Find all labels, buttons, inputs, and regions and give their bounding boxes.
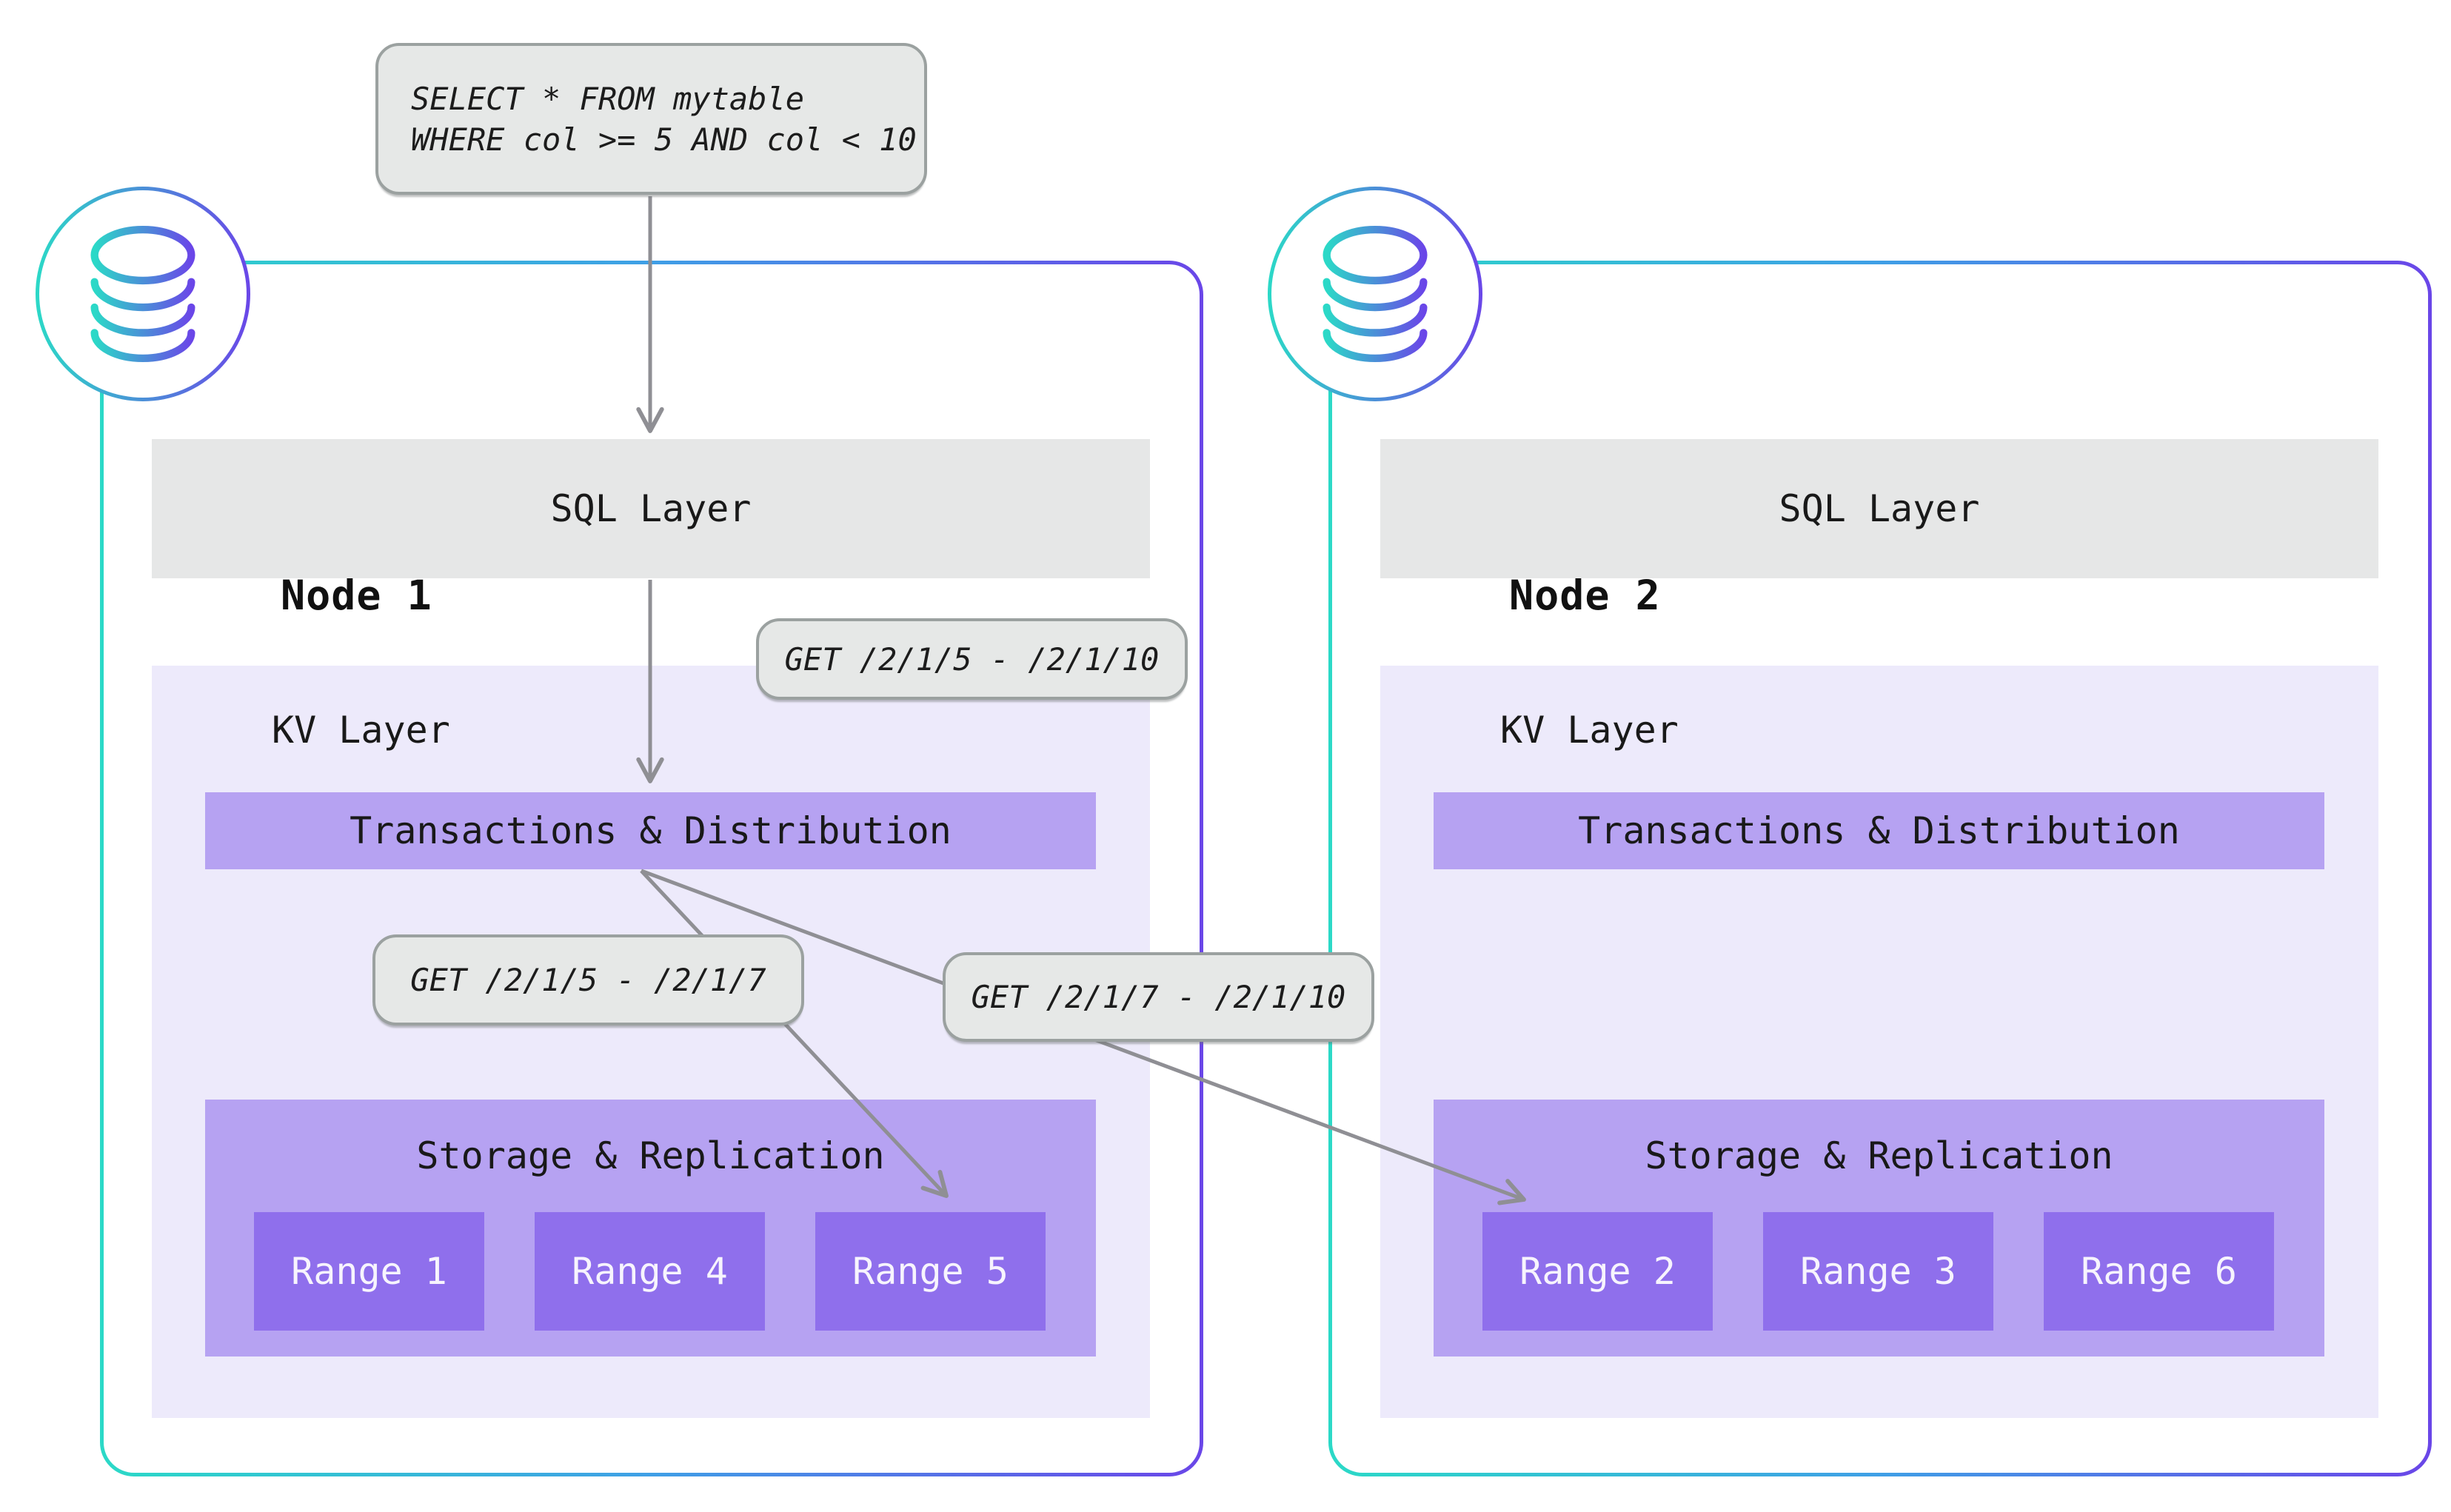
range-label: Range 6 (2081, 1250, 2237, 1293)
get-range-label-local-text: GET /2/1/5 - /2/1/7 (410, 962, 766, 998)
node-2-sql-layer-box: SQL Layer (1380, 439, 2378, 578)
range-label: Range 1 (291, 1250, 447, 1293)
range-box: Range 6 (2044, 1212, 2274, 1331)
node-1-sql-layer-label: SQL Layer (550, 487, 752, 530)
range-box: Range 3 (1763, 1212, 1993, 1331)
sql-query-line-1: SELECT * FROM mytable (411, 80, 805, 117)
node-1-container: Node 1 SQL Layer KV Layer Transactions &… (100, 261, 1203, 1476)
node-1-transactions-label: Transactions & Distribution (350, 809, 952, 852)
range-box: Range 2 (1482, 1212, 1713, 1331)
node-1-kv-layer-label: KV Layer (272, 709, 450, 752)
node-2-transactions-bar: Transactions & Distribution (1434, 792, 2324, 869)
database-icon (39, 190, 247, 398)
sql-query-label: SELECT * FROM mytable WHERE col >= 5 AND… (375, 43, 927, 195)
range-label: Range 4 (572, 1250, 728, 1293)
node-2-sql-layer-label: SQL Layer (1779, 487, 1980, 530)
node-1-transactions-bar: Transactions & Distribution (205, 792, 1096, 869)
range-box: Range 1 (254, 1212, 484, 1331)
range-label: Range 3 (1800, 1250, 1956, 1293)
node-2-storage-box: Storage & Replication Range 2 Range 3 Ra… (1434, 1100, 2324, 1357)
node-1-storage-label: Storage & Replication (416, 1134, 885, 1177)
node-1-sql-layer-box: SQL Layer (152, 439, 1150, 578)
get-range-label-full: GET /2/1/5 - /2/1/10 (756, 618, 1188, 700)
range-label: Range 5 (852, 1250, 1009, 1293)
range-box: Range 4 (535, 1212, 765, 1331)
get-range-label-full-text: GET /2/1/5 - /2/1/10 (784, 640, 1160, 678)
node-2-title: Node 2 (1509, 572, 1661, 619)
get-range-label-remote: GET /2/1/7 - /2/1/10 (943, 952, 1374, 1042)
range-box: Range 5 (815, 1212, 1046, 1331)
node-2-transactions-label: Transactions & Distribution (1578, 809, 2180, 852)
node-1-title: Node 1 (281, 572, 432, 619)
sql-query-line-2: WHERE col >= 5 AND col < 10 (411, 121, 917, 158)
get-range-label-local: GET /2/1/5 - /2/1/7 (372, 934, 804, 1026)
node-2-storage-label: Storage & Replication (1645, 1134, 2113, 1177)
node-2-database-badge (1268, 187, 1482, 401)
range-label: Range 2 (1519, 1250, 1676, 1293)
node-2-container: Node 2 SQL Layer KV Layer Transactions &… (1328, 261, 2432, 1476)
database-icon (1271, 190, 1479, 398)
get-range-label-remote-text: GET /2/1/7 - /2/1/10 (971, 979, 1346, 1015)
node-2-kv-layer-label: KV Layer (1500, 709, 1679, 752)
node-1-storage-box: Storage & Replication Range 1 Range 4 Ra… (205, 1100, 1096, 1357)
node-1-database-badge (36, 187, 250, 401)
